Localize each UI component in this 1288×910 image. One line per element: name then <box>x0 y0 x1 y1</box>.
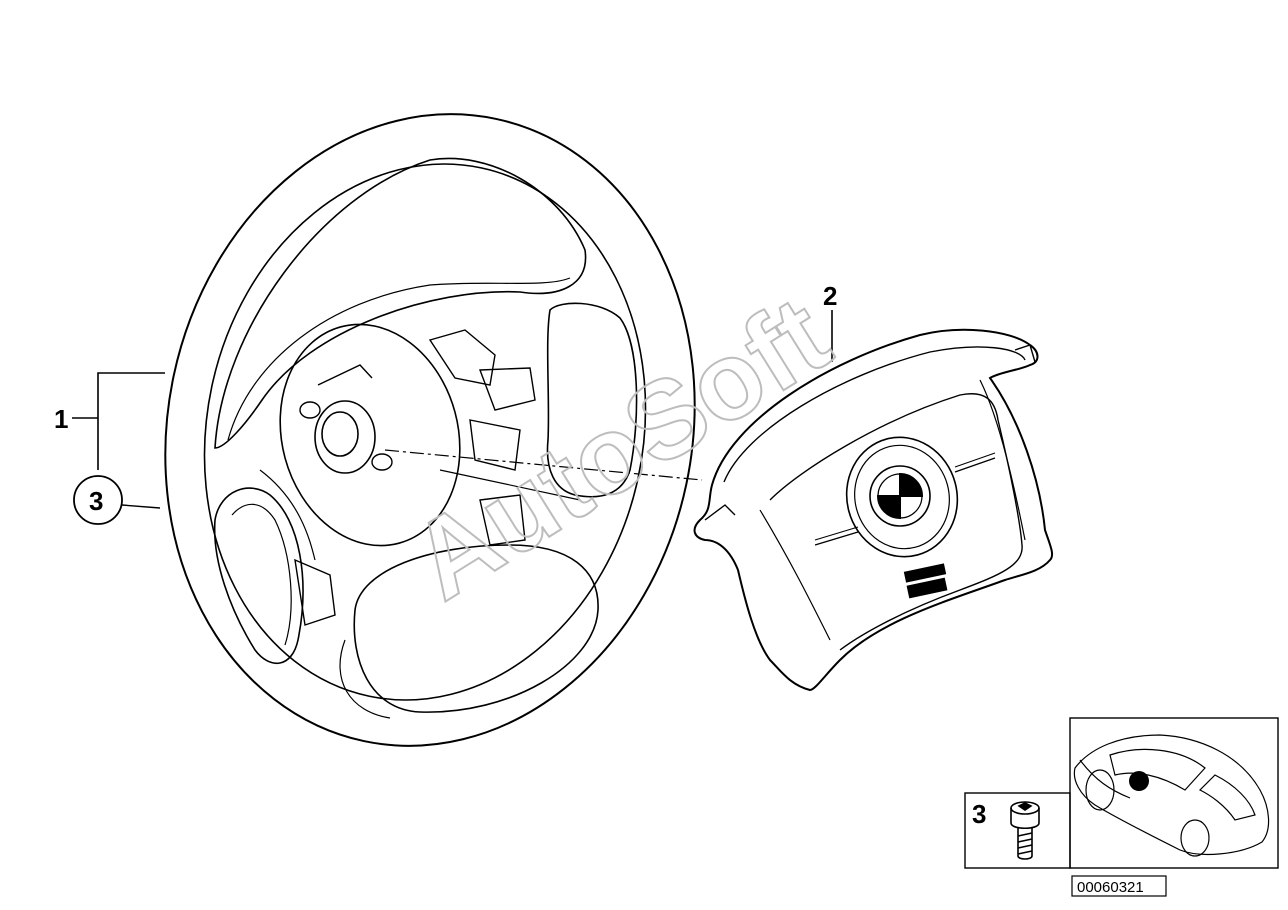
callout-3: 3 <box>73 475 161 525</box>
bolt-inset: 3 <box>964 792 1071 869</box>
callout-label-1: 1 <box>54 404 68 434</box>
inset-label-3: 3 <box>972 799 986 829</box>
callout-1: 1 <box>54 372 165 470</box>
reference-number-box: 00060321 <box>1071 875 1167 897</box>
hub <box>279 323 461 547</box>
airbag-module <box>693 328 1054 692</box>
lower-opening <box>353 544 599 713</box>
airbag-emblem-icon <box>903 563 948 599</box>
callout-label-2: 2 <box>823 281 837 311</box>
assembly-leader <box>384 449 703 481</box>
reference-number: 00060321 <box>1077 879 1144 896</box>
callout-2: 2 <box>823 281 837 362</box>
spoke-left <box>213 487 304 665</box>
wheel-rim-inner <box>203 163 647 701</box>
locator-dot <box>1129 771 1149 791</box>
bmw-roundel-icon <box>869 465 931 527</box>
callout-label-3: 3 <box>89 486 103 516</box>
airbag-outline <box>693 328 1054 692</box>
spoke-right <box>546 302 638 498</box>
upper-opening <box>214 157 587 449</box>
car-locator-inset <box>1069 717 1279 869</box>
torx-bolt-icon <box>1010 801 1040 860</box>
wheel-rim-outer <box>164 113 696 747</box>
car-locator-icon <box>1073 734 1270 857</box>
steering-wheel <box>164 113 696 747</box>
